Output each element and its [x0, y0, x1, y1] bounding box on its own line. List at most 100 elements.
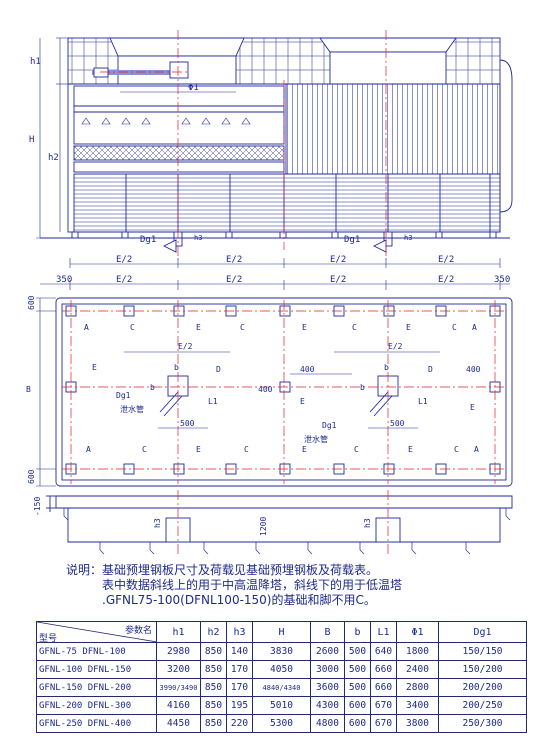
cell-dg1: 200/200 [438, 678, 527, 697]
cell-H: 3830 [252, 642, 311, 661]
cell-h3: 170 [226, 660, 253, 679]
cell-h1: 3990/3490 [156, 678, 201, 697]
section-150: -150 [33, 497, 42, 516]
plan-b-right: b [360, 383, 365, 392]
cell-B: 3600 [310, 678, 345, 697]
plan-C-3: C [352, 323, 357, 332]
plan-C-6: C [244, 445, 249, 454]
cell-phi1: 1800 [396, 642, 439, 661]
cell-H: 4050 [252, 660, 311, 679]
elev-e2-4: E/2 [438, 255, 454, 265]
header-h2: h2 [200, 621, 227, 643]
cell-phi1: 2400 [396, 660, 439, 679]
cell-h2: 850 [200, 714, 227, 733]
cell-phi1: 2800 [396, 678, 439, 697]
elev-e2-3: E/2 [330, 255, 346, 265]
elev-dg1-right: Dg1 [344, 235, 360, 245]
cell-h2: 850 [200, 678, 227, 697]
header-param-label: 参数名 [124, 626, 152, 636]
plan-drain-left: 泄水管 [120, 404, 144, 414]
section-1200: 1200 [259, 517, 268, 536]
cell-model: GFNL-200 DFNL-300 [36, 696, 157, 715]
elev-h3-left: h3 [194, 234, 202, 242]
plan-E-right: E [470, 403, 475, 412]
plan-400-vert: 400 [258, 385, 273, 394]
cell-L1: 670 [370, 696, 397, 715]
spec-table: 型号 参数名 h1 h2 h3 H B b L1 Φ1 Dg1 GFNL-75 … [36, 621, 527, 733]
cell-model: GFNL-100 DFNL-150 [36, 660, 157, 679]
plan-E-center: E [300, 397, 305, 406]
cell-h1: 4160 [156, 696, 201, 715]
cell-phi1: 3400 [396, 696, 439, 715]
elev-e2-1: E/2 [116, 255, 132, 265]
plan-E-1: E [196, 323, 201, 332]
plan-D-right: D [428, 365, 433, 374]
cell-b: 500 [344, 660, 371, 679]
plan-400-right: 400 [466, 365, 481, 374]
cell-h1: 3200 [156, 660, 201, 679]
cell-L1: 660 [370, 678, 397, 697]
header-model-label: 型号 [39, 634, 58, 643]
cell-b: 500 [344, 642, 371, 661]
plan-e2-inner-left: E/2 [178, 342, 193, 351]
cell-B: 2600 [310, 642, 345, 661]
plan-e2-2: E/2 [226, 275, 242, 285]
plan-E-3: E [406, 323, 411, 332]
cell-dg1: 150/200 [438, 660, 527, 679]
cell-dg1: 250/300 [438, 714, 527, 733]
cell-L1: 670 [370, 714, 397, 733]
plan-E-4: E [196, 445, 201, 454]
plan-drain-right: 泄水管 [304, 434, 328, 444]
header-H: H [252, 621, 311, 643]
plan-350-right: 350 [494, 275, 510, 285]
header-L1: L1 [370, 621, 397, 643]
plan-B: B [26, 385, 31, 394]
elev-phi1-label: Φ1 [188, 83, 199, 93]
cell-h3: 170 [226, 678, 253, 697]
plan-C-7: C [354, 445, 359, 454]
plan-C-1: C [130, 323, 135, 332]
header-phi1: Φ1 [396, 621, 439, 643]
cell-B: 4800 [310, 714, 345, 733]
note-line-1: 说明：基础预埋钢板尺寸及荷载见基础预埋钢板及荷载表。 [66, 563, 379, 577]
plan-E-2: E [302, 323, 307, 332]
table-row: GFNL-200 DFNL-300 4160 850 195 5010 4300… [36, 696, 527, 715]
cell-B: 4300 [310, 696, 345, 715]
note-line-3: .GFNL75-100(DFNL100-150)的基础和脚不用C。 [102, 593, 376, 607]
header-h3: h3 [226, 621, 253, 643]
note-line-2: 表中数据斜线上的用于中高温降塔，斜线下的用于低温塔 [102, 578, 403, 592]
header-b: b [344, 621, 371, 643]
cell-h2: 850 [200, 696, 227, 715]
plan-L1-right: L1 [418, 397, 428, 406]
plan-A-bl: A [86, 445, 91, 454]
cooling-tower-drawing: h1 H h2 Φ1 Dg1 Dg1 h3 h3 E/2 E/2 E/2 E/2… [26, 30, 513, 556]
cell-h2: 850 [200, 642, 227, 661]
plan-L1-left: L1 [208, 397, 218, 406]
plan-A-tr: A [472, 323, 477, 332]
cell-L1: 660 [370, 660, 397, 679]
section-view [46, 495, 513, 555]
plan-E-5: E [302, 445, 307, 454]
plan-b-top-left: b [174, 363, 179, 372]
plan-A-br: A [474, 445, 479, 454]
cell-model: GFNL-75 DFNL-100 [36, 642, 157, 661]
elev-h1-label: h1 [30, 57, 41, 67]
plan-500-left: 500 [180, 419, 195, 428]
cell-b: 600 [344, 696, 371, 715]
plan-C-5: C [142, 445, 147, 454]
plan-600-top: 600 [27, 295, 36, 310]
table-row: GFNL-150 DFNL-200 3990/3490 850 170 4840… [36, 678, 527, 697]
plan-dg1-left: Dg1 [116, 391, 131, 400]
notes: 说明：基础预埋钢板尺寸及荷载见基础预埋钢板及荷载表。 表中数据斜线上的用于中高温… [66, 563, 526, 608]
section-h3-right: h3 [363, 518, 372, 528]
cell-model: GFNL-250 DFNL-400 [36, 714, 157, 733]
plan-b-left: b [150, 383, 155, 392]
cell-dg1: 200/250 [438, 696, 527, 715]
cell-b: 500 [344, 678, 371, 697]
cell-B: 3000 [310, 660, 345, 679]
plan-e2-4: E/2 [438, 275, 454, 285]
table-row: GFNL-100 DFNL-150 3200 850 170 4050 3000… [36, 660, 527, 679]
plan-dg1-right: Dg1 [322, 421, 337, 430]
cell-H: 4840/4340 [252, 678, 311, 697]
plan-e2-inner-right: E/2 [388, 342, 403, 351]
